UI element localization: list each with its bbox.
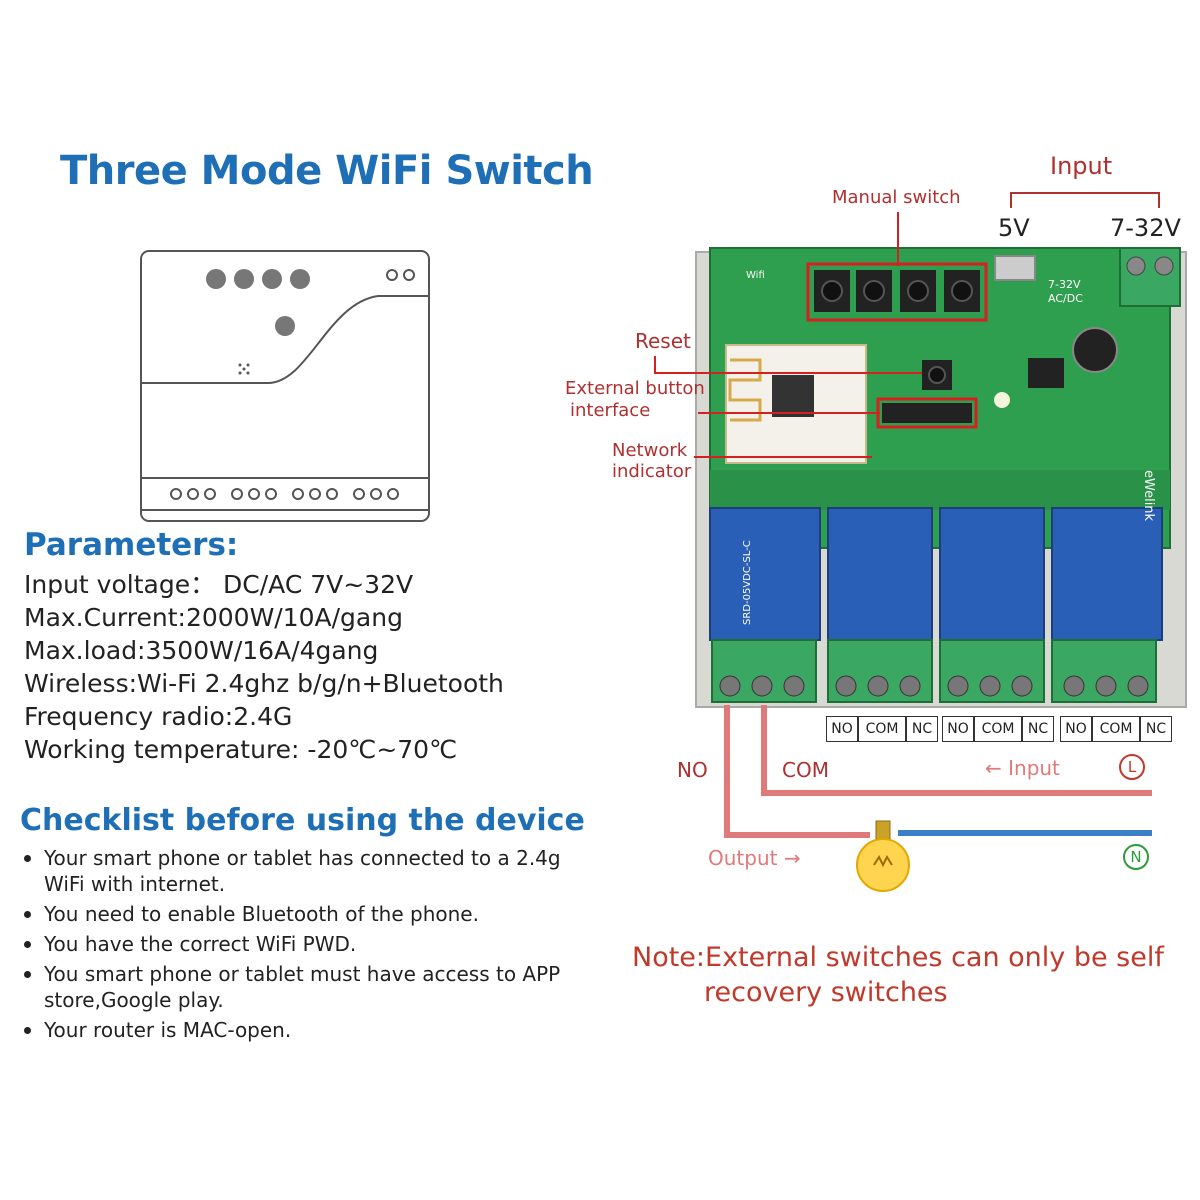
neutral-symbol-text: N	[1130, 848, 1141, 866]
external-button-label-1: External button	[565, 378, 705, 399]
terminal-label-com: COM	[858, 716, 906, 742]
page-title: Three Mode WiFi Switch	[60, 148, 594, 194]
param-wireless: Wireless:Wi-Fi 2.4ghz b/g/n+Bluetooth	[24, 669, 504, 698]
network-indicator-label-2: indicator	[612, 461, 692, 482]
input-bracket	[1010, 192, 1160, 208]
checklist: Your smart phone or tablet has connected…	[20, 845, 600, 1047]
param-frequency: Frequency radio:2.4G	[24, 702, 293, 731]
terminal-label-com: COM	[974, 716, 1022, 742]
bullet-icon	[24, 941, 31, 948]
terminal-label-no: NO	[826, 716, 858, 742]
bullet-icon	[24, 971, 31, 978]
param-working-temperature: Working temperature: -20℃~70℃	[24, 735, 458, 764]
wire-com-label: COM	[782, 758, 829, 782]
live-symbol-text: L	[1128, 758, 1137, 776]
input-label: Input	[1050, 152, 1113, 180]
reset-label: Reset	[635, 329, 691, 353]
list-item: Your router is MAC-open.	[20, 1017, 600, 1043]
external-button-pointer	[698, 412, 880, 414]
manual-switch-pointer	[897, 212, 899, 266]
terminal-label-no: NO	[942, 716, 974, 742]
list-item: You have the correct WiFi PWD.	[20, 931, 600, 957]
wire-output-label: Output →	[708, 846, 801, 870]
reset-pointer-v	[654, 356, 656, 374]
live-symbol-icon	[1119, 754, 1145, 780]
param-max-load: Max.load:3500W/16A/4gang	[24, 636, 379, 665]
network-indicator-pointer	[694, 456, 872, 458]
manual-switch-label: Manual switch	[832, 187, 961, 208]
board-brand-text: eWelink	[1141, 470, 1156, 522]
relays	[709, 507, 1163, 641]
wire-no-label: NO	[677, 758, 708, 782]
board-acdc-text: AC/DC	[1048, 292, 1083, 305]
relay-board-image: Wifi AC/DC 7-32V eWelink SRD-05VDC-SL-C	[695, 247, 1187, 708]
checklist-heading: Checklist before using the device	[20, 803, 585, 838]
network-indicator-label-1: Network	[612, 440, 688, 461]
note-line-1: Note:External switches can only be self	[632, 942, 1164, 973]
list-item: You need to enable Bluetooth of the phon…	[20, 901, 600, 927]
bullet-icon	[24, 855, 31, 862]
parameters-heading: Parameters:	[24, 527, 239, 563]
neutral-symbol-icon	[1123, 844, 1149, 870]
relay-model-text: SRD-05VDC-SL-C	[742, 540, 753, 625]
device-outline-illustration	[140, 250, 430, 522]
parameters-list: Input voltage： DC/AC 7V~32V Max.Current:…	[24, 568, 504, 766]
param-max-current: Max.Current:2000W/10A/gang	[24, 603, 403, 632]
board-voltage-text: 7-32V	[1048, 278, 1081, 291]
input-5v-label: 5V	[998, 214, 1030, 242]
light-bulb-icon	[856, 820, 910, 892]
note: Note:External switches can only be self …	[632, 940, 1164, 1010]
external-button-label-2: interface	[570, 400, 651, 421]
wire-input-label: ← Input	[985, 756, 1060, 780]
manual-buttons	[814, 270, 980, 312]
terminal-label-nc: NC	[1022, 716, 1054, 742]
list-item: You smart phone or tablet must have acce…	[20, 961, 600, 1013]
terminal-label-no: NO	[1060, 716, 1092, 742]
terminal-label-com: COM	[1092, 716, 1140, 742]
relay-terminals	[711, 639, 1157, 703]
reset-pointer-h	[654, 372, 922, 374]
terminal-label-nc: NC	[1140, 716, 1172, 742]
terminal-label-nc: NC	[906, 716, 938, 742]
board-wifi-text: Wifi	[746, 270, 765, 281]
bullet-icon	[24, 1027, 31, 1034]
input-7-32v-label: 7-32V	[1110, 214, 1181, 242]
bullet-icon	[24, 911, 31, 918]
note-line-2: recovery switches	[704, 977, 948, 1008]
param-input-voltage: Input voltage： DC/AC 7V~32V	[24, 570, 414, 599]
wiring-diagram: L N	[724, 705, 1152, 892]
list-item: Your smart phone or tablet has connected…	[20, 845, 600, 897]
